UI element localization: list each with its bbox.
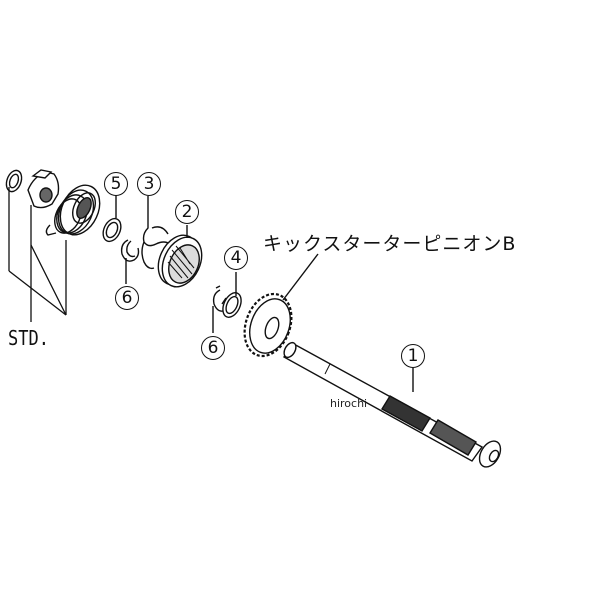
circlip-6-left [120, 239, 140, 284]
kick-starter-shaft-1 [283, 341, 502, 468]
callout-3: 3 [137, 172, 161, 196]
ratchet-2 [157, 225, 203, 288]
std-label: STD. [8, 326, 49, 350]
circlip-6-right [212, 285, 227, 333]
callout-6-left: 6 [115, 286, 139, 310]
kick-starter-pinion-b-gear [243, 253, 319, 358]
washer-5 [102, 194, 122, 243]
std-kick-spring [45, 184, 101, 236]
std-washer [5, 169, 23, 193]
pinion-b-label: キックスターターピニオンB [263, 233, 517, 255]
std-bracket-lines [8, 187, 67, 322]
callout-4: 4 [224, 246, 248, 270]
callout-6-right: 6 [201, 336, 225, 360]
callout-5: 5 [104, 172, 128, 196]
washer-4 [222, 272, 242, 318]
watermark-text: hirochi [330, 397, 368, 410]
callout-1: 1 [401, 344, 425, 368]
callout-2: 2 [175, 200, 199, 224]
std-stopper [27, 169, 60, 209]
